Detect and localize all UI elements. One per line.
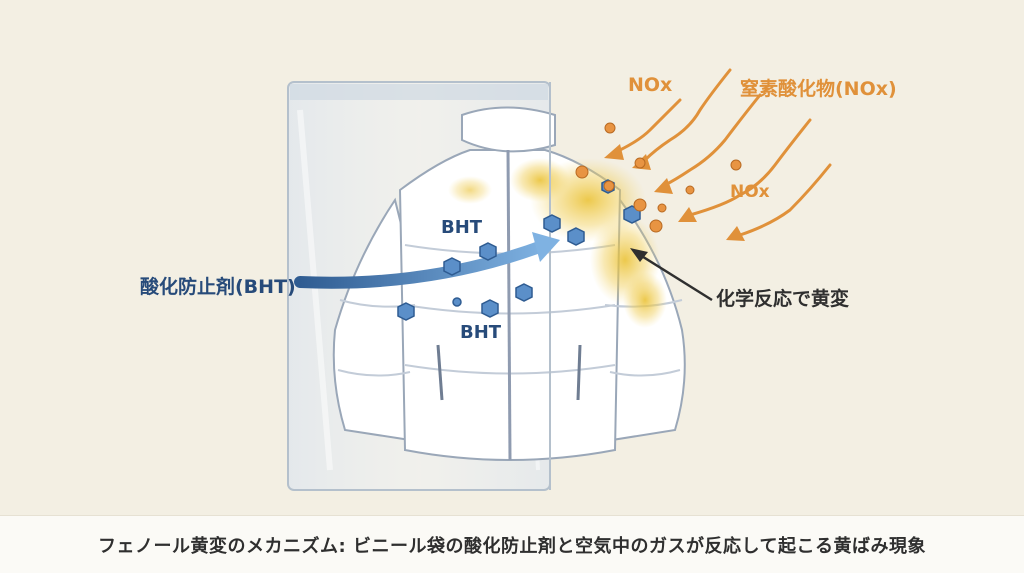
nox-gas-arrows	[618, 68, 832, 237]
diagram-scene: NOx 窒素酸化物(NOx) NOx BHT BHT 酸化防止剤(BHT) 化学…	[140, 68, 897, 491]
nox-label-left: NOx	[628, 74, 673, 96]
bht-label-lower: BHT	[460, 322, 502, 343]
antioxidant-arrow	[294, 239, 551, 289]
nox-label-right: NOx	[730, 182, 770, 202]
caption-text: フェノール黄変のメカニズム: ビニール袋の酸化防止剤と空気中のガスが反応して起こ…	[98, 535, 926, 557]
reaction-arrow	[639, 253, 713, 302]
caption-bar: フェノール黄変のメカニズム: ビニール袋の酸化防止剤と空気中のガスが反応して起こ…	[0, 515, 1024, 573]
nox-label-full: 窒素酸化物(NOx)	[740, 78, 897, 100]
reaction-arrowhead	[630, 248, 648, 262]
antioxidant-label: 酸化防止剤(BHT)	[140, 276, 296, 298]
reaction-label: 化学反応で黄変	[716, 288, 850, 310]
nox-particles	[575, 122, 742, 233]
yellow-stain	[448, 158, 667, 328]
bht-label-upper: BHT	[441, 217, 483, 238]
jacket-illustration	[287, 68, 832, 491]
antioxidant-arrowhead	[532, 232, 560, 262]
